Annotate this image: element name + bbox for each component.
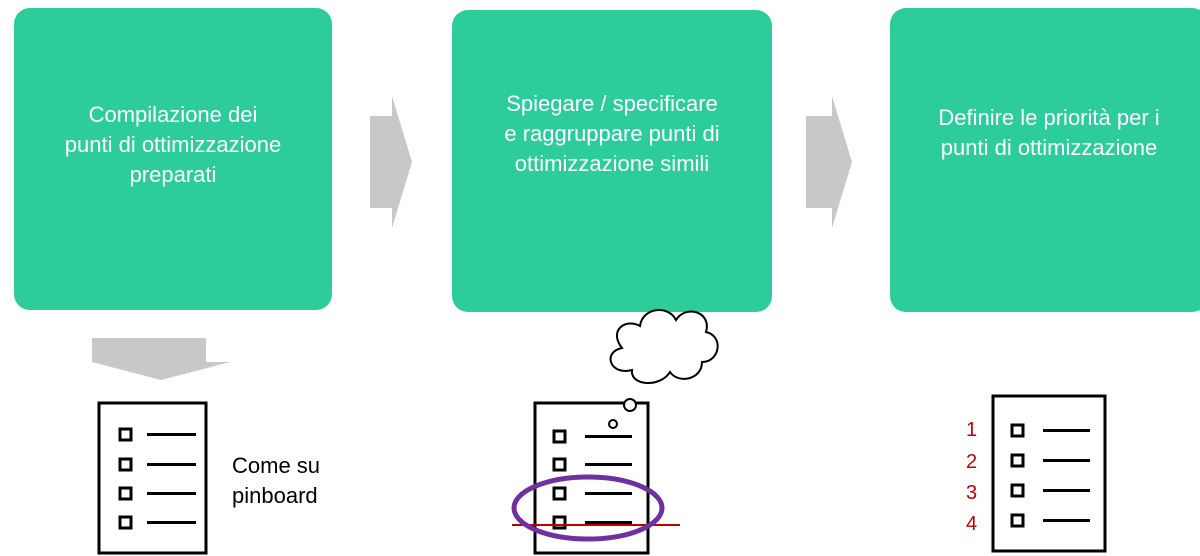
checklist-icon (991, 394, 1107, 553)
down-arrow-icon (92, 338, 230, 380)
priority-number: 1 (966, 419, 978, 441)
step-box-compile: Compilazione dei punti di ottimizzazione… (14, 8, 332, 310)
step-box-prioritize: Definire le priorità per i punti di otti… (890, 8, 1200, 312)
ellipse-highlight-icon (511, 474, 665, 542)
step-label-explain: Spiegare / specificare e raggruppare pun… (504, 91, 720, 176)
priority-number: 3 (966, 482, 978, 504)
right-arrow-icon (370, 96, 412, 228)
priority-number: 4 (966, 513, 978, 535)
step-label-compile: Compilazione dei punti di ottimizzazione… (64, 102, 282, 187)
priority-number: 2 (966, 451, 978, 473)
thought-cloud-icon (608, 309, 719, 429)
checklist-icon (97, 401, 208, 555)
step-label-prioritize: Definire le priorità per i punti di otti… (938, 105, 1160, 160)
step-box-explain: Spiegare / specificare e raggruppare pun… (452, 10, 772, 312)
right-arrow-icon (806, 96, 852, 228)
pinboard-caption: Come su pinboard (232, 453, 321, 508)
